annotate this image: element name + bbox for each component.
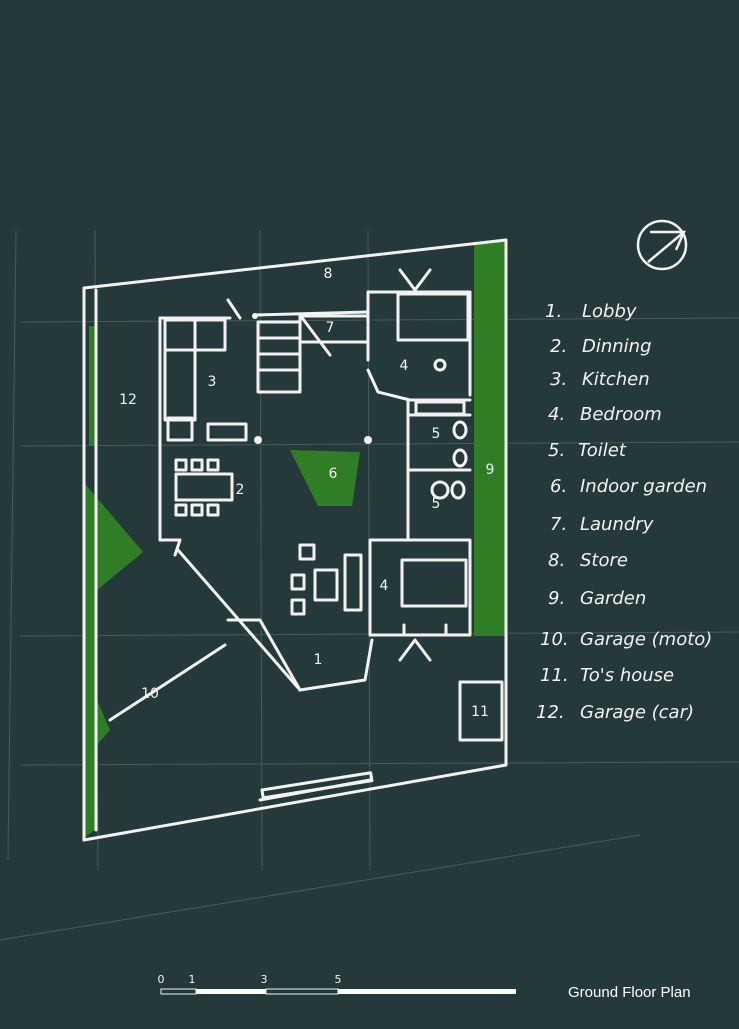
legend-label-2: Dinning: [582, 336, 652, 357]
room-number-10: 10: [141, 686, 159, 702]
legend-num-2: 2.: [550, 336, 567, 357]
scale-tick-0: 0: [158, 973, 165, 986]
room-number-9: 9: [486, 462, 495, 478]
legend-num-1: 1.: [545, 301, 562, 322]
legend-label-6: Indoor garden: [580, 476, 707, 497]
legend-label-3: Kitchen: [582, 369, 650, 390]
legend-num-4: 4.: [548, 404, 565, 425]
legend-label-8: Store: [580, 550, 628, 571]
garden-9-strip: [474, 240, 506, 636]
scale-tick-1: 1: [189, 973, 196, 986]
room-number-11: 11: [471, 704, 489, 720]
garden-areas: [84, 240, 506, 838]
legend-label-12: Garage (car): [580, 702, 694, 723]
room-number-4a: 4: [400, 358, 409, 374]
north-arrow-icon: [636, 219, 688, 271]
room-numbers: 1 2 3 4 4 5 5 6 7 8 9 10 11 12: [119, 266, 494, 720]
legend-num-10: 10.: [540, 629, 569, 650]
room-number-4b: 4: [380, 578, 389, 594]
legend-num-7: 7.: [550, 514, 567, 535]
legend-num-9: 9.: [548, 588, 565, 609]
legend-label-4: Bedroom: [580, 404, 662, 425]
room-number-5a: 5: [432, 426, 441, 442]
legend-num-11: 11.: [540, 665, 569, 686]
legend-num-3: 3.: [550, 369, 567, 390]
legend-num-12: 12.: [536, 702, 565, 723]
legend: 1. Lobby 2. Dinning 3. Kitchen 4. Bedroo…: [536, 301, 712, 723]
garden-west-notch: [97, 700, 110, 745]
columns: [252, 313, 372, 444]
room-number-12: 12: [119, 392, 137, 408]
legend-label-7: Laundry: [580, 514, 654, 535]
legend-label-11: To's house: [580, 665, 674, 686]
legend-num-5: 5.: [548, 440, 565, 461]
legend-num-6: 6.: [550, 476, 567, 497]
legend-label-9: Garden: [580, 588, 646, 609]
room-number-2: 2: [236, 482, 245, 498]
legend-label-5: Toilet: [578, 440, 627, 461]
room-number-5b: 5: [432, 496, 441, 512]
scale-bar: 0 1 3 5: [158, 973, 516, 995]
legend-label-10: Garage (moto): [580, 629, 712, 650]
scale-tick-5: 5: [335, 973, 342, 986]
legend-label-1: Lobby: [582, 301, 637, 322]
indoor-garden-6: [290, 450, 360, 506]
walls: [82, 238, 508, 842]
room-number-6: 6: [329, 466, 338, 482]
room-number-1: 1: [314, 652, 323, 668]
room-number-8: 8: [324, 266, 333, 282]
garden-west-strip: [84, 484, 143, 838]
room-number-7: 7: [326, 320, 335, 336]
scale-tick-3: 3: [261, 973, 268, 986]
legend-num-8: 8.: [548, 550, 565, 571]
plan-title: Ground Floor Plan: [568, 984, 691, 1001]
room-number-3: 3: [208, 374, 217, 390]
